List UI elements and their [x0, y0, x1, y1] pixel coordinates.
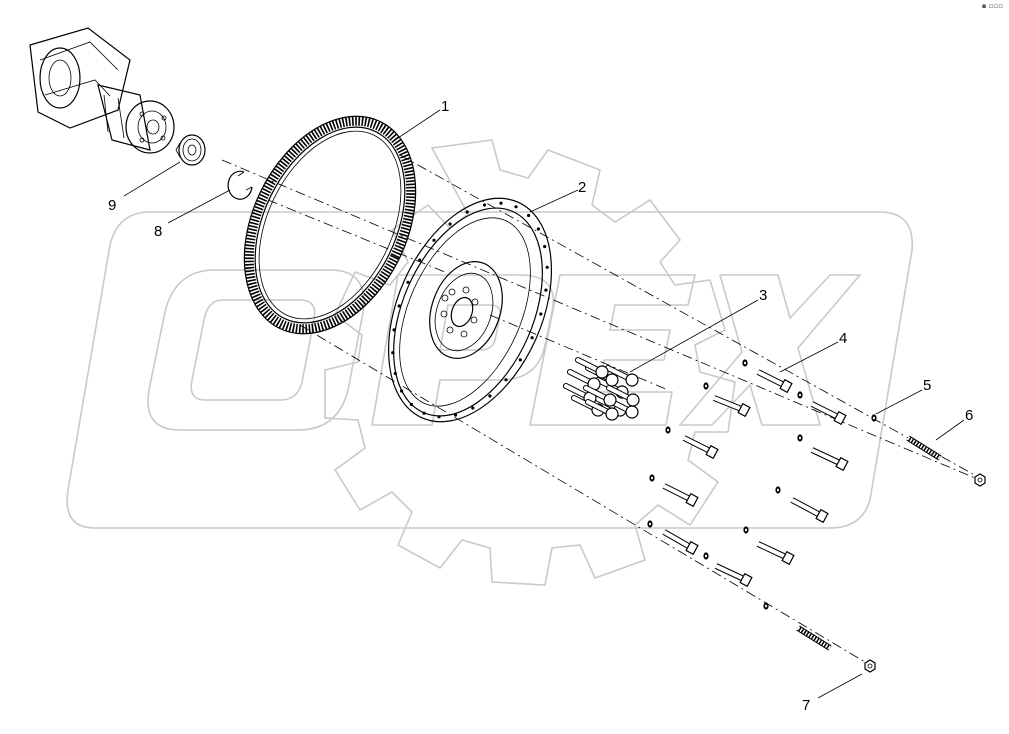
stud-icon	[906, 435, 942, 461]
washer-icon	[763, 602, 769, 610]
watermark-frame	[66, 211, 913, 529]
washer-icon	[797, 434, 803, 442]
flywheel-hole	[514, 205, 518, 209]
crankshaft-icon	[29, 27, 175, 154]
bolt-icon	[606, 385, 640, 407]
callout-8: 8	[154, 223, 162, 240]
callout-6: 6	[965, 407, 973, 424]
callout-7: 7	[802, 697, 810, 714]
bolt-icon	[810, 401, 847, 426]
washer-icon	[743, 526, 749, 534]
bolt-icon	[714, 563, 753, 588]
leader-lines	[123, 109, 965, 699]
flywheel-hole	[437, 415, 441, 419]
callout-labels: 1 2 3 4 5 6 7 8 9	[108, 98, 973, 714]
assembly-centerlines	[221, 154, 981, 666]
flywheel-hole	[536, 227, 541, 231]
flywheel-hole	[518, 358, 522, 362]
flywheel-hole	[527, 213, 531, 218]
nut-icon	[974, 473, 986, 487]
watermark-letter-e	[529, 274, 697, 426]
flywheel-hole	[465, 210, 469, 214]
bolt-icon	[790, 497, 829, 524]
washer-icon	[703, 382, 709, 390]
bolt-icon	[575, 357, 609, 379]
bolt-icon	[810, 447, 849, 472]
bolt-icon	[585, 399, 619, 421]
flywheel-hole	[392, 328, 396, 332]
watermark-logo	[66, 139, 913, 586]
flywheel-hole	[400, 389, 404, 393]
callout-9: 9	[108, 197, 116, 214]
callout-5: 5	[923, 377, 931, 394]
washer-icon	[649, 474, 655, 482]
flywheel-hole	[409, 402, 413, 407]
flywheel-hole	[432, 238, 436, 242]
ring-gear-icon	[243, 115, 417, 335]
washer-icon	[775, 486, 781, 494]
callout-4: 4	[839, 330, 847, 347]
hardware-group	[647, 359, 986, 673]
callout-3: 3	[759, 287, 767, 304]
flywheel-hole	[406, 280, 410, 284]
flywheel-hole	[545, 265, 549, 269]
nut-icon	[864, 659, 876, 673]
bolt-icon	[605, 365, 639, 387]
flywheel-hole	[504, 378, 508, 382]
bolt-cluster-icon	[563, 357, 640, 421]
watermark-letter-x	[678, 274, 862, 426]
callout-1: 1	[441, 98, 449, 115]
flywheel-hole	[471, 406, 475, 410]
bolt-icon	[583, 385, 617, 407]
flywheel-hole	[453, 413, 458, 417]
washer-icon	[797, 391, 803, 399]
flywheel-hole	[422, 411, 426, 415]
flywheel-icon	[387, 197, 553, 423]
bolt-icon	[662, 483, 699, 508]
watermark-letter-p	[371, 274, 554, 426]
flywheel-hole	[391, 351, 395, 355]
bolt-icon	[682, 435, 719, 460]
flywheel-hole	[499, 201, 503, 205]
flywheel-hole	[544, 288, 548, 292]
flywheel-hole	[539, 312, 543, 316]
flywheel-hole	[418, 258, 422, 262]
washer-icon	[871, 414, 877, 422]
washer-icon	[665, 426, 671, 434]
flywheel-hole	[543, 244, 547, 249]
callout-2: 2	[578, 179, 586, 196]
flywheel-hole	[530, 336, 534, 340]
washer-icon	[647, 520, 653, 528]
watermark-gear-icon	[324, 139, 736, 586]
bolt-icon	[756, 369, 793, 394]
snap-ring-icon	[227, 170, 253, 200]
watermark-letter-o	[147, 269, 365, 431]
flywheel-hole	[397, 304, 401, 308]
washer-icon	[742, 359, 748, 367]
corner-mark: ▪ ▫▫▫	[981, 2, 1003, 10]
stud-icon	[796, 625, 832, 651]
bearing-icon	[175, 134, 206, 166]
bolt-icon	[662, 529, 699, 556]
bolt-icon	[756, 541, 795, 566]
bolt-icon	[712, 395, 751, 418]
flywheel-hole	[488, 394, 492, 398]
bolt-icon	[567, 369, 601, 391]
flywheel-hole	[393, 371, 397, 376]
flywheel-hole	[482, 203, 487, 207]
flywheel-hole	[448, 222, 452, 226]
washer-icon	[703, 552, 709, 560]
